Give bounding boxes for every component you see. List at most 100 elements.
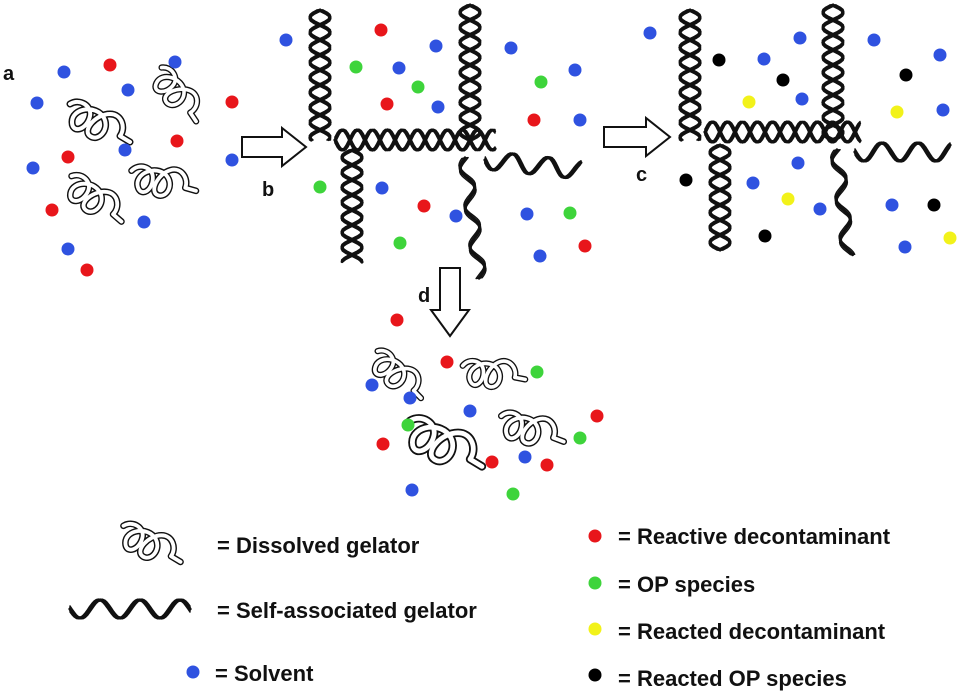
step-label-d: d — [418, 285, 430, 307]
step-label-b: b — [262, 179, 274, 201]
legend-reacted-op-species: = Reacted OP species — [618, 666, 847, 691]
fiber-single — [853, 141, 952, 163]
dot-solvent — [795, 92, 809, 106]
legend-self-associated-gelator-icon — [68, 598, 192, 620]
dissolved-gelator — [497, 409, 568, 447]
dot-op-species — [401, 418, 415, 432]
dot-solvent — [121, 83, 135, 97]
dot-solvent — [137, 215, 151, 229]
dissolved-gelator — [371, 347, 425, 402]
dot-solvent — [813, 202, 827, 216]
dissolved-gelator-coils — [66, 64, 568, 566]
dot-solvent — [533, 249, 547, 263]
dot-solvent — [168, 55, 182, 69]
legend-self-associated-gelator: = Self-associated gelator — [217, 598, 477, 623]
dot-reactive-decontaminant — [80, 263, 94, 277]
dot-reacted-op-species — [679, 173, 693, 187]
dot-reactive-decontaminant — [485, 455, 499, 469]
dot-solvent — [643, 26, 657, 40]
dot-op-species — [411, 80, 425, 94]
dot-reactive-decontaminant — [376, 437, 390, 451]
dot-solvent — [429, 39, 443, 53]
dot-solvent — [520, 207, 534, 221]
dot-op-species — [349, 60, 363, 74]
dot-op-species — [530, 365, 544, 379]
dissolved-gelator — [152, 64, 201, 125]
dot-reacted-op-species — [927, 198, 941, 212]
dot-op-species — [563, 206, 577, 220]
fiber-vertical — [708, 143, 732, 252]
dot-solvent — [518, 450, 532, 464]
dot-solvent — [392, 61, 406, 75]
dissolved-gelator — [66, 98, 134, 146]
dot-reactive-decontaminant — [103, 58, 117, 72]
dot-reactive-decontaminant — [45, 203, 59, 217]
dot-reactive-decontaminant — [540, 458, 554, 472]
fiber-horizontal — [333, 128, 497, 152]
arrow-b — [241, 125, 308, 169]
gelator-ribbons — [68, 3, 952, 620]
dot-op-species — [573, 431, 587, 445]
legend-solvent: = Solvent — [215, 661, 314, 686]
dot-reactive-decontaminant — [390, 313, 404, 327]
step-label-a: a — [3, 63, 15, 85]
dot-reacted-decontaminant — [890, 105, 904, 119]
fiber-horizontal — [703, 120, 862, 144]
dot-reacted-op-species — [776, 73, 790, 87]
dot-solvent — [568, 63, 582, 77]
dot-reacted-decontaminant — [588, 622, 602, 636]
dot-reactive-decontaminant — [225, 95, 239, 109]
dot-op-species — [313, 180, 327, 194]
dot-solvent — [898, 240, 912, 254]
dot-reactive-decontaminant — [61, 150, 75, 164]
legend-reacted-decontaminant: = Reacted decontaminant — [618, 619, 886, 644]
dot-reactive-decontaminant — [170, 134, 184, 148]
dot-solvent — [757, 52, 771, 66]
dot-solvent — [30, 96, 44, 110]
dot-op-species — [534, 75, 548, 89]
dot-reacted-op-species — [588, 668, 602, 682]
fiber-vertical — [458, 3, 482, 142]
dot-solvent — [279, 33, 293, 47]
dissolved-gelator — [405, 414, 487, 471]
step-label-c: c — [636, 164, 647, 186]
fiber-vertical — [678, 8, 702, 142]
dot-reacted-op-species — [899, 68, 913, 82]
dot-solvent — [885, 198, 899, 212]
dot-solvent — [405, 483, 419, 497]
dot-reactive-decontaminant — [590, 409, 604, 423]
dot-op-species — [506, 487, 520, 501]
dot-reactive-decontaminant — [380, 97, 394, 111]
dot-solvent — [403, 391, 417, 405]
dot-reactive-decontaminant — [588, 529, 602, 543]
dot-solvent — [573, 113, 587, 127]
dot-reacted-op-species — [712, 53, 726, 67]
dot-solvent — [26, 161, 40, 175]
dissolved-gelator — [67, 171, 125, 225]
dot-reactive-decontaminant — [374, 23, 388, 37]
dot-reacted-decontaminant — [742, 95, 756, 109]
dot-solvent — [746, 176, 760, 190]
dot-reacted-decontaminant — [943, 231, 957, 245]
legend-reactive-decontaminant: = Reactive decontaminant — [618, 524, 891, 549]
dot-solvent — [449, 209, 463, 223]
dot-reacted-decontaminant — [781, 192, 795, 206]
fiber-single — [830, 148, 856, 257]
arrow-c — [603, 115, 672, 159]
dot-solvent — [504, 41, 518, 55]
fiber-vertical — [821, 3, 845, 142]
dissolved-gelator — [128, 163, 200, 199]
dot-reacted-op-species — [758, 229, 772, 243]
fiber-single — [483, 152, 583, 180]
dot-solvent — [431, 100, 445, 114]
dot-solvent — [57, 65, 71, 79]
dot-op-species — [393, 236, 407, 250]
dot-reactive-decontaminant — [417, 199, 431, 213]
dot-solvent — [463, 404, 477, 418]
dot-solvent — [186, 665, 200, 679]
dot-solvent — [791, 156, 805, 170]
legend-dissolved-gelator: = Dissolved gelator — [217, 533, 420, 558]
dot-solvent — [225, 153, 239, 167]
